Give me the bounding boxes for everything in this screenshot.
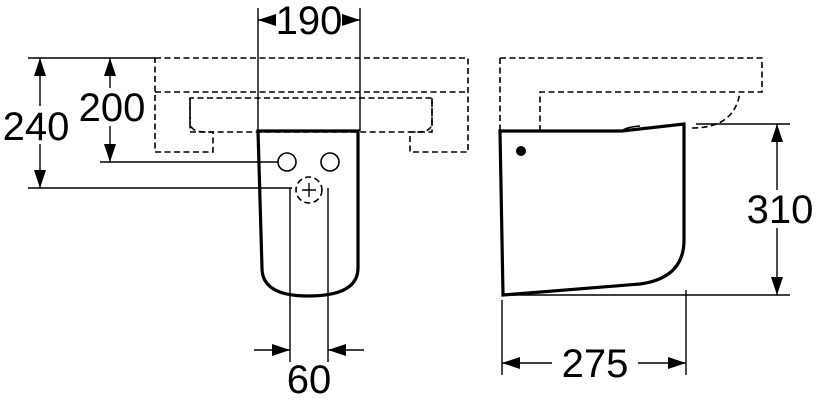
dim-240-arrow-bottom	[34, 170, 46, 188]
front-basin-inner	[189, 98, 433, 133]
front-pedestal	[256, 129, 360, 298]
side-view: 310 275	[498, 57, 818, 386]
front-basin-outline	[154, 57, 469, 153]
dim-200-label: 200	[79, 86, 146, 130]
dim-275-arrow-left	[502, 357, 520, 369]
side-pedestal-lip	[621, 125, 641, 132]
right-hole	[320, 152, 340, 172]
dim-200-label-bg	[74, 88, 150, 126]
dim-310-arrow-bottom	[771, 277, 783, 295]
bottom-hole	[295, 176, 323, 204]
front-view: 190 240 200 60	[2, 0, 469, 400]
dim-310-label-bg	[742, 190, 818, 228]
dim-200-arrow-top	[104, 58, 116, 76]
dim-310-arrow-top	[771, 124, 783, 142]
side-basin-outline	[499, 57, 763, 133]
dim-190-label: 190	[276, 0, 343, 43]
bottom-hole-cross	[302, 183, 316, 197]
dim-60-label: 60	[287, 358, 332, 400]
dim-240-arrow-top	[34, 58, 46, 76]
side-mount-point	[516, 146, 526, 156]
dim-275-label: 275	[562, 342, 629, 386]
dim-240-label: 240	[3, 105, 70, 149]
dim-275-arrow-right	[668, 357, 686, 369]
dim-60-arrow-left	[272, 344, 290, 356]
left-hole	[277, 152, 297, 172]
dim-190-arrow-right	[342, 14, 360, 26]
dim-240-label-bg	[2, 106, 74, 144]
dim-200-arrow-bottom	[104, 144, 116, 162]
dim-310-label: 310	[747, 188, 814, 232]
side-pedestal	[498, 122, 686, 297]
dim-60-arrow-right	[328, 344, 346, 356]
dim-190-arrow-left	[258, 14, 276, 26]
side-basin-bowl	[691, 91, 741, 129]
